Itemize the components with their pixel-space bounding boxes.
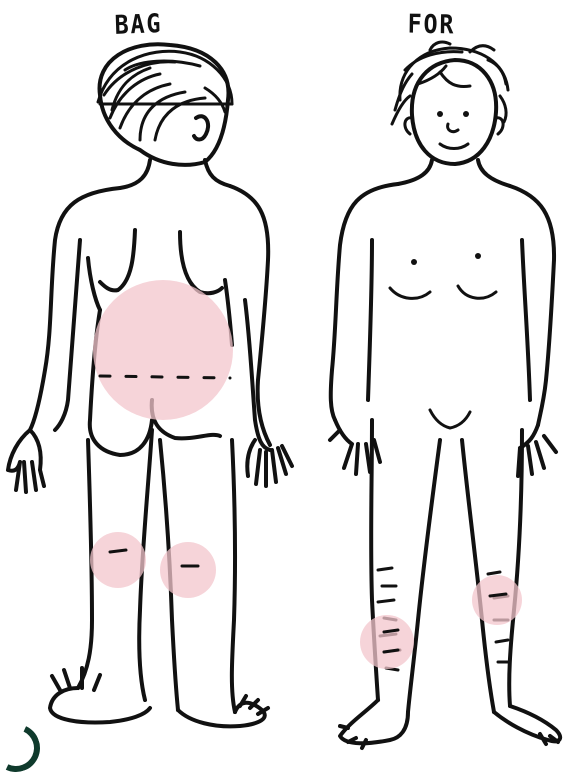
front-right-nipple — [475, 253, 481, 259]
front-right-shin-highlight — [472, 575, 522, 625]
front-right-eye — [463, 111, 469, 117]
back-left-arm — [8, 430, 44, 492]
back-right-knee-highlight — [160, 542, 216, 598]
back-ear — [194, 116, 208, 139]
front-groin — [430, 410, 470, 428]
front-left-eye — [437, 111, 443, 117]
front-right-foot — [494, 706, 560, 744]
back-view-label: BAG — [114, 9, 163, 41]
back-right-arm — [245, 300, 292, 486]
highlight-areas — [90, 280, 522, 669]
front-torso-left — [331, 184, 398, 420]
front-mouth — [440, 144, 468, 149]
back-torso-right — [230, 186, 270, 445]
front-right-leg — [462, 430, 522, 712]
back-left-knee-highlight — [90, 532, 146, 588]
front-left-nipple — [411, 259, 417, 265]
back-left-foot — [50, 668, 150, 722]
front-nose — [448, 124, 458, 132]
front-left-shin-highlight — [360, 615, 414, 669]
lower-back-highlight — [93, 280, 233, 420]
back-right-foot — [178, 696, 268, 726]
back-hair — [98, 51, 232, 140]
front-left-foot — [340, 700, 408, 748]
front-view-label: FOR — [407, 10, 455, 41]
front-torso-right — [510, 186, 554, 425]
body-diagram — [0, 0, 566, 758]
